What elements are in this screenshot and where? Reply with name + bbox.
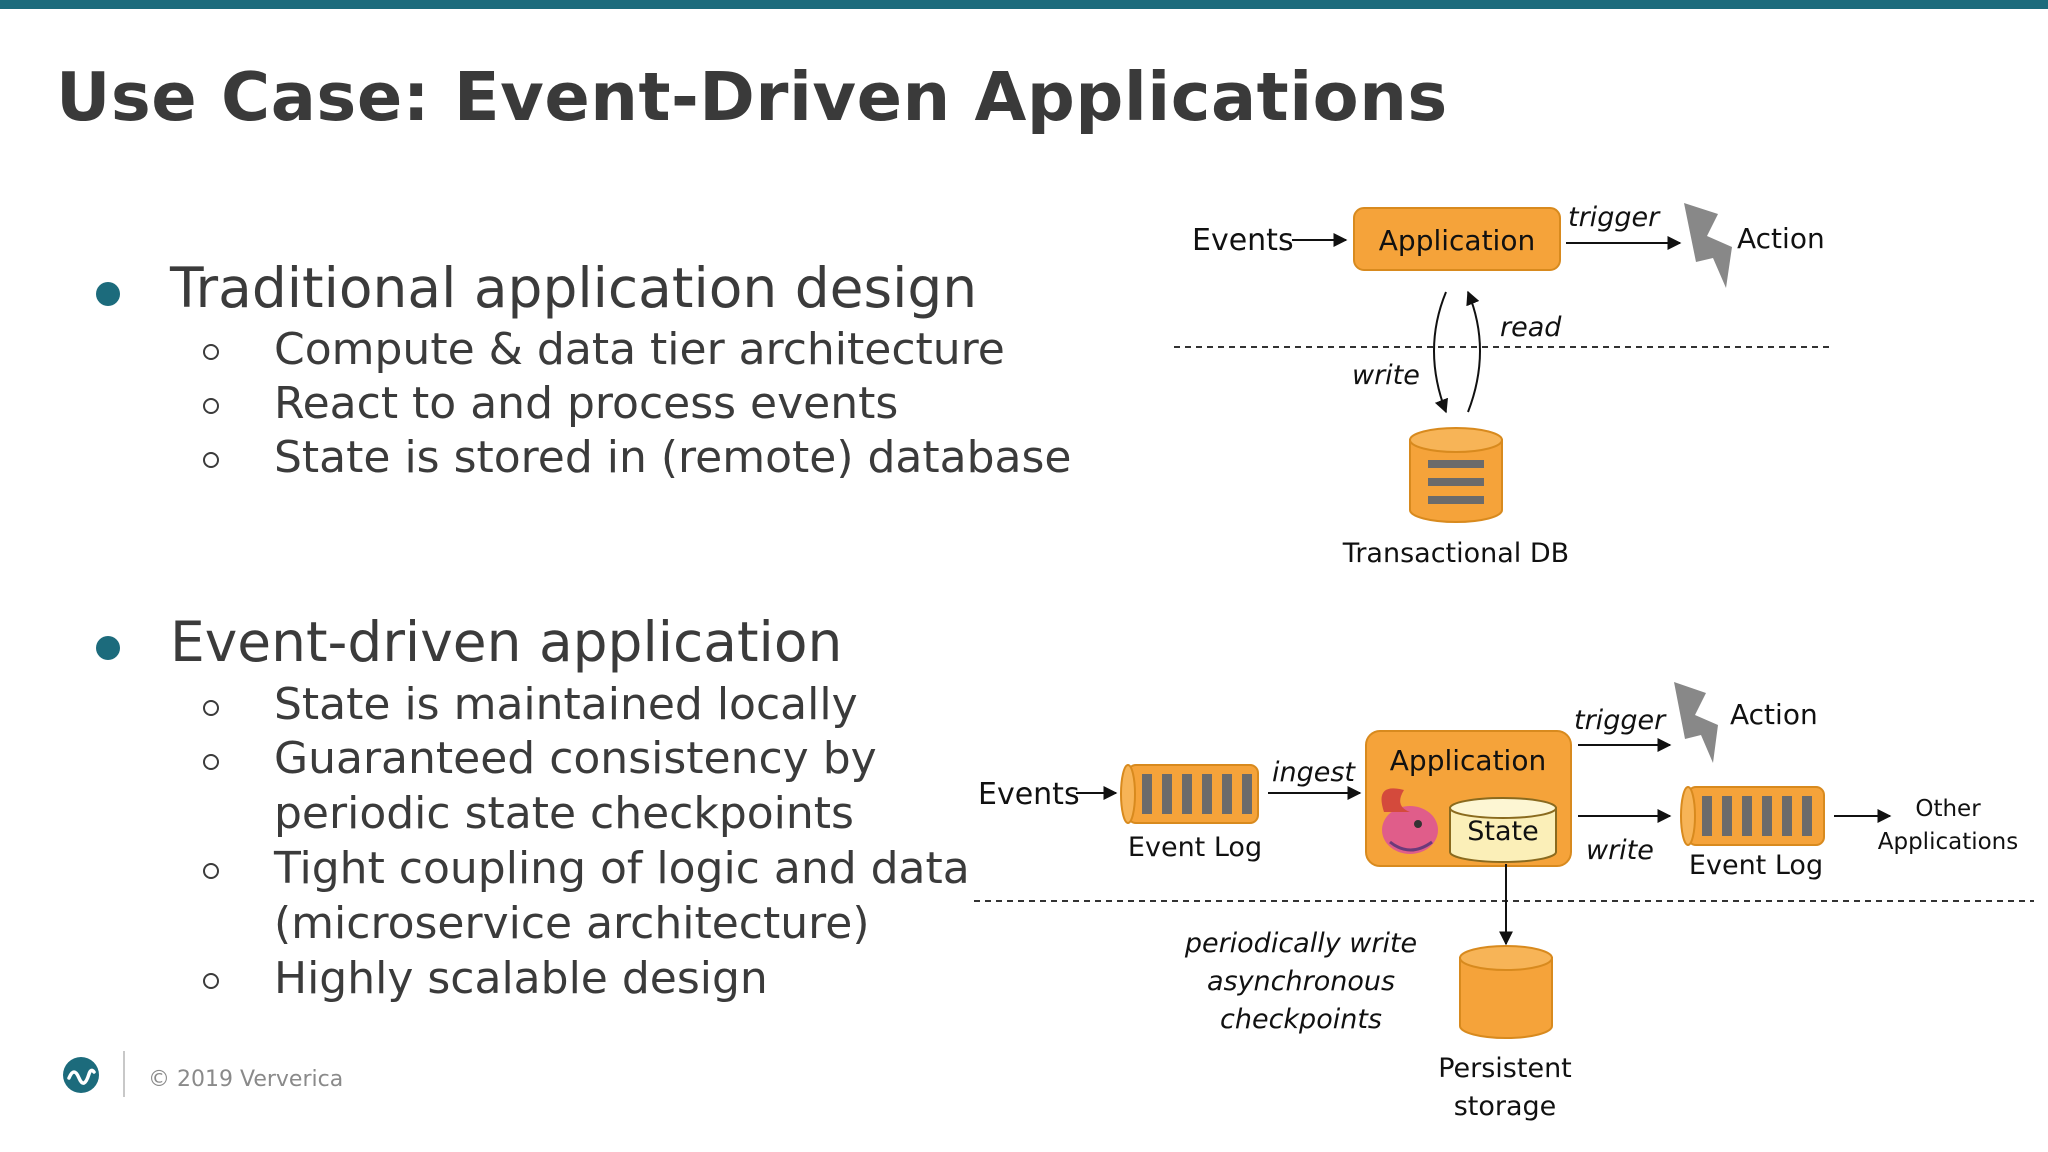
write-label: write (1352, 360, 1420, 391)
traditional-diagram: Events Application trigger Action read w… (1174, 202, 1834, 569)
state-label: State (1467, 816, 1538, 847)
event-driven-item-continued: periodic state checkpoints (274, 788, 854, 839)
sub-bullet-circle (203, 452, 219, 468)
event-driven-item: Tight coupling of logic and data (274, 843, 970, 894)
application-label: Application (1379, 224, 1535, 257)
storage-label-line2: storage (1454, 1091, 1557, 1122)
slide-title: Use Case: Event-Driven Applications (56, 58, 1448, 136)
footer-copyright: © 2019 Ververica (148, 1067, 344, 1092)
persistent-storage-icon (1459, 945, 1553, 1039)
event-driven-item: Highly scalable design (274, 953, 768, 1004)
db-label: Transactional DB (1342, 538, 1569, 569)
read-label: read (1500, 312, 1562, 343)
top-accent-bar (0, 0, 2048, 9)
trigger-label: trigger (1568, 202, 1661, 233)
ververica-logo-icon (63, 1057, 99, 1093)
traditional-item: React to and process events (274, 378, 899, 429)
other-apps-label-line2: Applications (1878, 829, 2019, 855)
other-apps-label-line1: Other (1915, 796, 1981, 822)
lightning-icon (1684, 203, 1732, 288)
lightning-icon (1674, 682, 1718, 763)
traditional-item: State is stored in (remote) database (274, 432, 1072, 483)
checkpoint-note-line3: checkpoints (1220, 1004, 1382, 1035)
event-driven-item-continued: (microservice architecture) (274, 898, 870, 949)
event-log-output-label: Event Log (1689, 850, 1823, 881)
action-label: Action (1737, 222, 1825, 255)
event-driven-heading: Event-driven application (170, 610, 843, 674)
sub-bullet-circle (203, 863, 219, 879)
database-icon (1409, 427, 1503, 523)
event-driven-diagram: Events Event Log ingest Application (974, 682, 2034, 1122)
event-log-output-icon (1680, 786, 1825, 846)
bullet-dot-event-driven (96, 636, 120, 660)
write-arrow (1433, 291, 1448, 414)
events-label: Events (978, 777, 1080, 812)
squirrel-logo-icon (1381, 788, 1438, 854)
sub-bullet-circle (203, 344, 219, 360)
checkpoint-note-line2: asynchronous (1207, 966, 1395, 997)
action-label: Action (1730, 698, 1818, 731)
trigger-label: trigger (1574, 705, 1667, 736)
application-label: Application (1390, 744, 1546, 777)
state-store-icon (1449, 797, 1557, 863)
checkpoint-note-line1: periodically write (1184, 928, 1417, 959)
event-driven-item: State is maintained locally (274, 679, 858, 730)
events-label: Events (1192, 223, 1294, 258)
sub-bullet-circle (203, 973, 219, 989)
event-log-input-icon (1120, 764, 1259, 824)
ingest-label: ingest (1272, 757, 1356, 788)
sub-bullet-circle (203, 398, 219, 414)
event-log-input-label: Event Log (1128, 832, 1262, 863)
read-arrow (1466, 290, 1481, 413)
traditional-item: Compute & data tier architecture (274, 324, 1005, 375)
application-box (1353, 207, 1561, 271)
sub-bullet-circle (203, 754, 219, 770)
write-label: write (1586, 835, 1654, 866)
event-driven-item: Guaranteed consistency by (274, 733, 877, 784)
bullet-dot-traditional (96, 282, 120, 306)
traditional-heading: Traditional application design (170, 256, 978, 320)
sub-bullet-circle (203, 700, 219, 716)
footer-divider (123, 1051, 125, 1097)
storage-label-line1: Persistent (1438, 1053, 1572, 1084)
